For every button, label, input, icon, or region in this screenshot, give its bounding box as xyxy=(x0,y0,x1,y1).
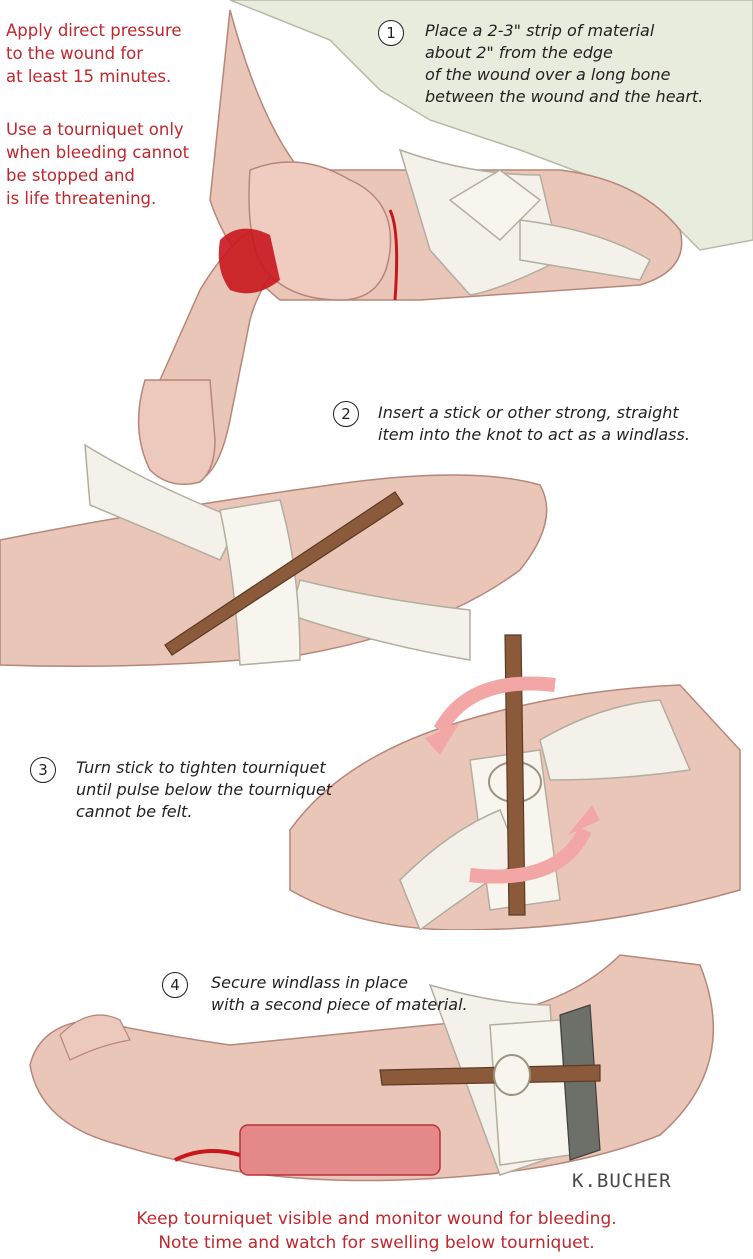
step-3-text: Turn stick to tighten tourniquet until p… xyxy=(76,757,332,823)
step-3-line: cannot be felt. xyxy=(76,801,332,823)
step-3-line: Turn stick to tighten tourniquet xyxy=(76,757,332,779)
footer-line: Note time and watch for swelling below t… xyxy=(0,1231,753,1255)
step-1-text: Place a 2-3" strip of material about 2" … xyxy=(425,20,703,108)
step-1-line: between the wound and the heart. xyxy=(425,86,703,108)
step-1-line: Place a 2-3" strip of material xyxy=(425,20,703,42)
tourniquet-use-instruction: Use a tourniquet only when bleeding cann… xyxy=(6,118,189,210)
step-2-number: 2 xyxy=(333,401,359,427)
tourniquet-use-line: is life threatening. xyxy=(6,187,189,210)
pressure-line: Apply direct pressure xyxy=(6,19,182,42)
tourniquet-use-line: Use a tourniquet only xyxy=(6,118,189,141)
footer-note: Keep tourniquet visible and monitor woun… xyxy=(0,1207,753,1255)
step-4-line: Secure windlass in place xyxy=(211,972,468,994)
pressure-line: at least 15 minutes. xyxy=(6,65,182,88)
step-4-number: 4 xyxy=(162,972,188,998)
step-1-line: about 2" from the edge xyxy=(425,42,703,64)
step-3-number: 3 xyxy=(30,757,56,783)
step-2-line: item into the knot to act as a windlass. xyxy=(378,424,690,446)
step-2-text: Insert a stick or other strong, straight… xyxy=(378,402,690,446)
tourniquet-use-line: be stopped and xyxy=(6,164,189,187)
step-4-line: with a second piece of material. xyxy=(211,994,468,1016)
step-4-text: Secure windlass in place with a second p… xyxy=(211,972,468,1016)
step-1-number: 1 xyxy=(378,20,404,46)
step-3-line: until pulse below the tourniquet xyxy=(76,779,332,801)
step-1-line: of the wound over a long bone xyxy=(425,64,703,86)
tourniquet-use-line: when bleeding cannot xyxy=(6,141,189,164)
pressure-instruction: Apply direct pressure to the wound for a… xyxy=(6,19,182,88)
artist-signature: K.BUCHER xyxy=(572,1170,672,1192)
footer-line: Keep tourniquet visible and monitor woun… xyxy=(0,1207,753,1231)
step-2-line: Insert a stick or other strong, straight xyxy=(378,402,690,424)
pressure-line: to the wound for xyxy=(6,42,182,65)
